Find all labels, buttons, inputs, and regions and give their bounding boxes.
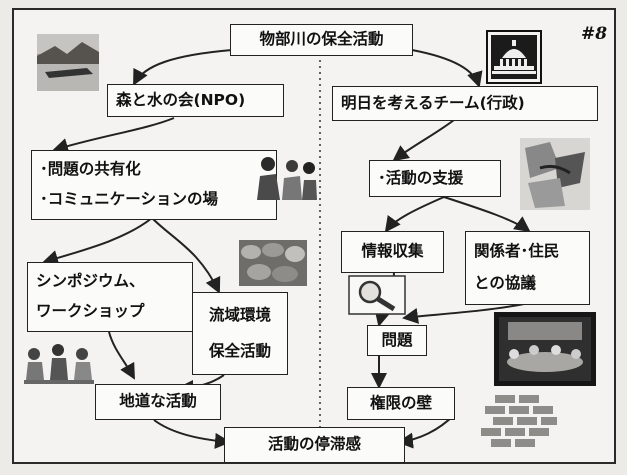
npo-box: 森と水の会(NPO) [107, 84, 284, 117]
handshake-collage-icon [520, 138, 590, 210]
consultation-line: との協議 [474, 274, 536, 293]
point-item: ･コミュニケーションの場 [40, 190, 218, 209]
steady-activity-label: 地道な活動 [119, 392, 197, 411]
conference-room-icon [494, 312, 596, 386]
discussion-group-icon [24, 340, 94, 388]
capitol-building-icon [486, 30, 542, 84]
point-item: ･問題の共有化 [40, 160, 141, 179]
support-box: ･活動の支援 [369, 160, 501, 197]
title-text: 物部川の保全活動 [259, 30, 384, 49]
conservation-line: 保全活動 [208, 342, 271, 360]
support-label: ･活動の支援 [378, 168, 464, 187]
problem-box: 問題 [367, 325, 427, 356]
lake-photo-icon [37, 34, 99, 91]
symposium-box: シンポジウム、 ワークショップ [27, 262, 193, 332]
meeting-people-icon [254, 154, 318, 202]
steady-activity-box: 地道な活動 [95, 384, 221, 420]
stagnation-label: 活動の停滞感 [267, 435, 361, 454]
conservation-box: 流域環境 保全活動 [192, 292, 288, 375]
conservation-line: 流域環境 [208, 305, 271, 324]
info-gathering-label: 情報収集 [361, 242, 424, 261]
problem-label: 問題 [381, 330, 413, 349]
symposium-line: ワークショップ [36, 302, 145, 321]
info-gathering-box: 情報収集 [341, 231, 444, 273]
team-box: 明日を考えるチーム(行政) [332, 86, 598, 121]
symposium-line: シンポジウム、 [36, 272, 145, 291]
slide: #8 物部川の保全活動 森と水の会(NPO) ･問題の共有化 ･コミュニケーショ… [12, 8, 616, 464]
consultation-line: 関係者･住民 [474, 242, 560, 261]
slide-number: #8 [581, 24, 608, 44]
points-box: ･問題の共有化 ･コミュニケーションの場 [31, 150, 277, 220]
title-box: 物部川の保全活動 [230, 24, 413, 56]
authority-wall-box: 権限の壁 [347, 387, 455, 420]
stagnation-box: 活動の停滞感 [224, 427, 405, 463]
magnifier-icon [348, 275, 406, 315]
brick-wall-icon [480, 392, 560, 452]
authority-wall-label: 権限の壁 [369, 393, 432, 412]
stones-photo-icon [239, 240, 307, 286]
npo-label: 森と水の会(NPO) [116, 90, 246, 109]
team-label: 明日を考えるチーム(行政) [341, 93, 525, 112]
consultation-box: 関係者･住民 との協議 [465, 231, 590, 305]
